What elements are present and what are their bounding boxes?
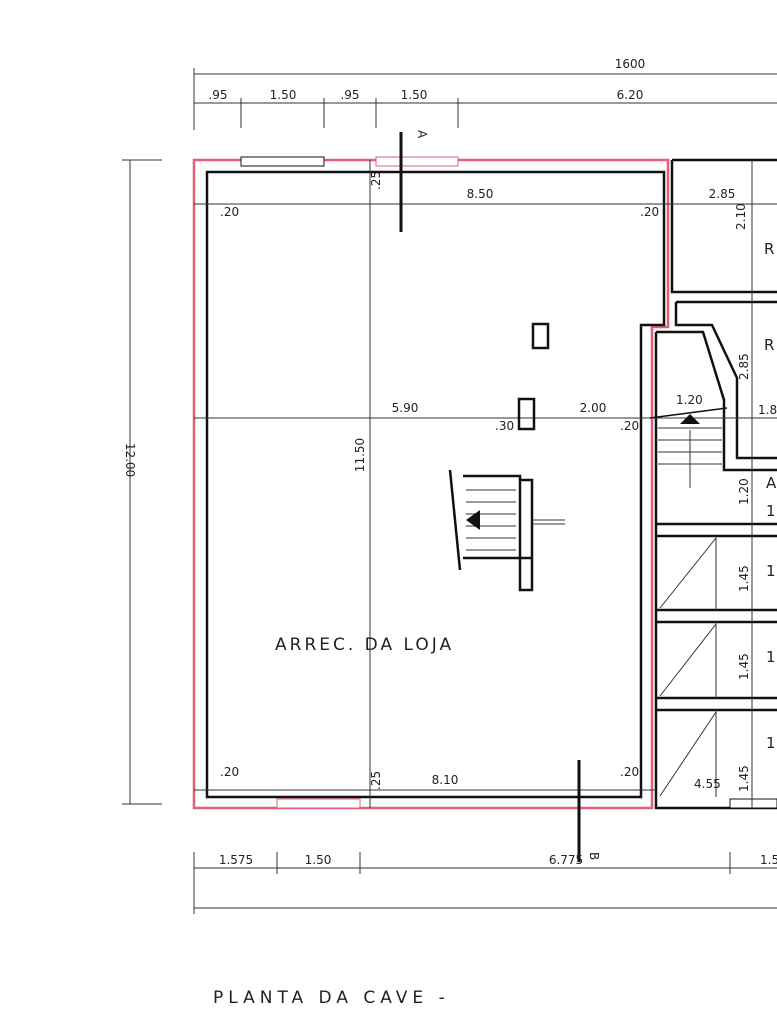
room-label-r2: R bbox=[764, 336, 774, 354]
dim-wall: .20 bbox=[220, 765, 239, 779]
section-mark-b: B bbox=[587, 852, 601, 860]
dim-bottom-4: 1.5 bbox=[760, 853, 777, 867]
dim-wall-25: .25 bbox=[369, 771, 383, 790]
dim-total: 1600 bbox=[615, 57, 646, 71]
section-mark-a: A bbox=[415, 130, 429, 139]
dim-mid-left: 5.90 bbox=[392, 401, 419, 415]
dim-top-width: 8.50 bbox=[467, 187, 494, 201]
room-label-2: 1 bbox=[766, 562, 776, 580]
dim-mid-right: 2.00 bbox=[580, 401, 607, 415]
dim-wall-25: .25 bbox=[369, 171, 383, 190]
dim-r1-width: 2.85 bbox=[709, 187, 736, 201]
drawing-title: PLANTA DA CAVE - bbox=[213, 988, 450, 1008]
dim-wall: .20 bbox=[620, 765, 639, 779]
walls bbox=[192, 156, 777, 810]
interior-dimensions: 8.50 .20 .20 .25 5.90 2.00 .30 .20 11.50… bbox=[194, 160, 777, 808]
dim-r1-height: 2.10 bbox=[734, 203, 748, 230]
dim-wall: .20 bbox=[620, 419, 639, 433]
room-label-1: 1 bbox=[766, 502, 776, 520]
stair-right bbox=[649, 407, 728, 488]
dim-top-5: 6.20 bbox=[617, 88, 644, 102]
dim-top-1: .95 bbox=[208, 88, 227, 102]
dim-interior-height: 11.50 bbox=[353, 438, 367, 472]
dim-bottom-2: 1.50 bbox=[305, 853, 332, 867]
bottom-dimensions: 1.575 1.50 6.775 1.5 bbox=[193, 852, 777, 914]
dim-bottom-1: 1.575 bbox=[219, 853, 253, 867]
dim-wall: .20 bbox=[640, 205, 659, 219]
dim-cell-3: 1.45 bbox=[737, 765, 751, 792]
dim-height: 12.00 bbox=[123, 443, 137, 477]
room-label-3: 1 bbox=[766, 648, 776, 666]
dim-top-4: 1.50 bbox=[401, 88, 428, 102]
dim-r2-height: 2.85 bbox=[737, 353, 751, 380]
dim-width: 4.55 bbox=[694, 777, 721, 791]
left-dimension: 12.00 bbox=[122, 159, 162, 805]
room-label: ARREC. DA LOJA bbox=[275, 635, 454, 655]
interior-features bbox=[448, 322, 565, 592]
dim-bottom-3: 6.775 bbox=[549, 853, 583, 867]
dim-cell-1: 1.45 bbox=[737, 565, 751, 592]
dim-top-2: 1.50 bbox=[270, 88, 297, 102]
dim-cell-2: 1.45 bbox=[737, 653, 751, 680]
dim-partial: 1.8 bbox=[758, 403, 777, 417]
dim-stair: 1.20 bbox=[676, 393, 703, 407]
top-dimensions: 1600 .95 1.50 .95 1.50 6.20 bbox=[193, 57, 777, 130]
room-label-a: A bbox=[766, 474, 777, 492]
dim-a-height: 1.20 bbox=[737, 478, 751, 505]
right-block-dimensions: 2.85 2.10 2.85 1.20 1.8 1.20 1.45 1.45 1… bbox=[676, 187, 777, 792]
section-marks: A B bbox=[399, 130, 601, 862]
dim-wall: .20 bbox=[220, 205, 239, 219]
room-label-4: 1 bbox=[766, 734, 776, 752]
dim-bottom-width: 8.10 bbox=[432, 773, 459, 787]
dim-top-3: .95 bbox=[340, 88, 359, 102]
room-label-r1: R bbox=[764, 240, 774, 258]
dim-pillar: .30 bbox=[495, 419, 514, 433]
